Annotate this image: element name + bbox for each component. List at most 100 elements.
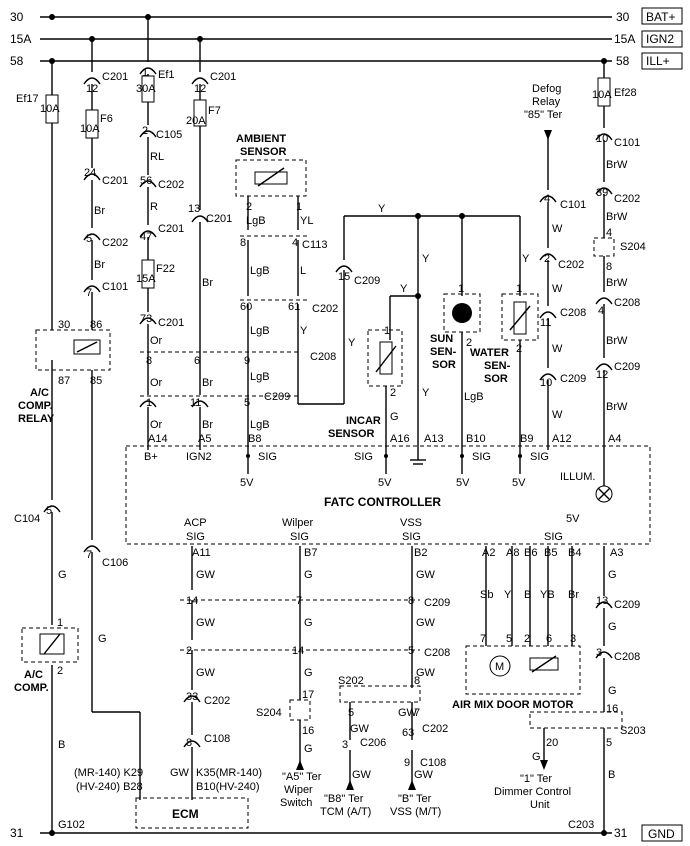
svg-text:5: 5: [244, 397, 250, 409]
svg-text:C209: C209: [264, 391, 290, 403]
svg-text:S204: S204: [620, 241, 646, 253]
svg-text:Br: Br: [94, 259, 105, 271]
svg-text:Y: Y: [522, 253, 530, 265]
svg-text:C209: C209: [614, 599, 640, 611]
bus-tag-ign2: IGN2: [646, 32, 674, 46]
svg-text:C201: C201: [158, 223, 184, 235]
bus-right-15a: 15A: [614, 32, 635, 46]
svg-text:8: 8: [240, 237, 246, 249]
svg-text:Or: Or: [150, 419, 163, 431]
svg-text:C209: C209: [614, 361, 640, 373]
fuse-f22-rating: 15A: [136, 273, 156, 285]
svg-text:GW: GW: [398, 707, 418, 719]
svg-text:3: 3: [342, 739, 348, 751]
svg-text:COMP.: COMP.: [14, 682, 49, 694]
svg-text:5: 5: [348, 707, 354, 719]
svg-text:1: 1: [516, 283, 522, 295]
svg-text:SIG: SIG: [544, 531, 563, 543]
svg-text:G: G: [390, 411, 399, 423]
svg-text:R: R: [150, 201, 158, 213]
svg-text:C202: C202: [204, 695, 230, 707]
svg-text:A2: A2: [482, 547, 495, 559]
svg-text:Y: Y: [378, 203, 386, 215]
svg-text:B: B: [58, 739, 65, 751]
svg-text:C201: C201: [102, 175, 128, 187]
svg-text:B7: B7: [304, 547, 317, 559]
svg-text:S203: S203: [620, 725, 646, 737]
svg-text:Or: Or: [150, 335, 163, 347]
svg-text:C208: C208: [614, 297, 640, 309]
ground-g102: G102: [58, 819, 85, 831]
svg-text:GW: GW: [196, 617, 216, 629]
svg-text:GW: GW: [170, 767, 190, 779]
svg-text:17: 17: [302, 689, 314, 701]
svg-text:LgB: LgB: [464, 391, 484, 403]
svg-text:"85" Ter: "85" Ter: [524, 109, 563, 121]
sun-sensor-label: SUN: [430, 333, 453, 345]
svg-text:C208: C208: [614, 651, 640, 663]
svg-text:B8: B8: [248, 433, 261, 445]
svg-text:1: 1: [296, 201, 302, 213]
svg-text:C202: C202: [312, 303, 338, 315]
bus-right-30: 30: [616, 10, 630, 24]
svg-text:Br: Br: [568, 589, 579, 601]
svg-text:VSS: VSS: [400, 517, 422, 529]
svg-text:RL: RL: [150, 151, 164, 163]
svg-text:W: W: [552, 283, 563, 295]
svg-text:B6: B6: [524, 547, 537, 559]
svg-text:C209: C209: [560, 373, 586, 385]
svg-text:GW: GW: [414, 769, 434, 781]
f7-circuit: [191, 39, 209, 450]
ambient-circuit: [240, 196, 345, 450]
svg-text:SOR: SOR: [432, 359, 456, 371]
svg-text:SIG: SIG: [402, 531, 421, 543]
svg-text:RELAY: RELAY: [18, 413, 55, 425]
bus-left-15a: 15A: [10, 32, 31, 46]
svg-text:C108: C108: [420, 757, 446, 769]
fuse-f6-label: F6: [100, 113, 113, 125]
svg-text:SIG: SIG: [186, 531, 205, 543]
svg-text:3: 3: [596, 647, 602, 659]
svg-text:7: 7: [480, 633, 486, 645]
svg-text:15: 15: [338, 271, 350, 283]
svg-text:SIG: SIG: [258, 451, 277, 463]
gnd-tag: GND: [648, 827, 675, 841]
bus-left-58: 58: [10, 54, 24, 68]
svg-text:2: 2: [390, 387, 396, 399]
motor-icon: [489, 655, 511, 677]
svg-text:G: G: [304, 617, 313, 629]
svg-text:VSS (M/T): VSS (M/T): [390, 806, 441, 818]
svg-text:W: W: [552, 223, 563, 235]
svg-text:Relay: Relay: [532, 96, 561, 108]
svg-text:YB: YB: [540, 589, 555, 601]
compressor-circuit: [21, 61, 79, 833]
svg-text:B2: B2: [414, 547, 427, 559]
svg-text:G: G: [304, 569, 313, 581]
svg-text:BrW: BrW: [606, 211, 628, 223]
svg-text:6: 6: [546, 633, 552, 645]
svg-text:SENSOR: SENSOR: [240, 146, 287, 158]
svg-text:BrW: BrW: [606, 277, 628, 289]
svg-text:GW: GW: [196, 569, 216, 581]
svg-text:12: 12: [596, 369, 608, 381]
svg-text:B9: B9: [520, 433, 533, 445]
air-mix-label: AIR MIX DOOR MOTOR: [452, 699, 573, 711]
svg-text:C202: C202: [102, 237, 128, 249]
ef1-circuit: [139, 17, 157, 450]
svg-text:8: 8: [408, 595, 414, 607]
defog-circuit: [539, 130, 557, 450]
svg-text:3: 3: [570, 633, 576, 645]
svg-text:ACP: ACP: [184, 517, 207, 529]
svg-text:2: 2: [516, 343, 522, 355]
svg-text:Br: Br: [202, 277, 213, 289]
svg-text:LgB: LgB: [250, 265, 270, 277]
svg-text:Wiper: Wiper: [284, 784, 313, 796]
svg-text:C201: C201: [102, 71, 128, 83]
svg-text:SENSOR: SENSOR: [328, 428, 375, 440]
svg-text:10: 10: [540, 377, 552, 389]
svg-text:A8: A8: [506, 547, 519, 559]
ac-comp-label: A/C: [24, 669, 43, 681]
svg-text:2: 2: [466, 337, 472, 349]
fuse-ef1-rating: 30A: [136, 83, 156, 95]
